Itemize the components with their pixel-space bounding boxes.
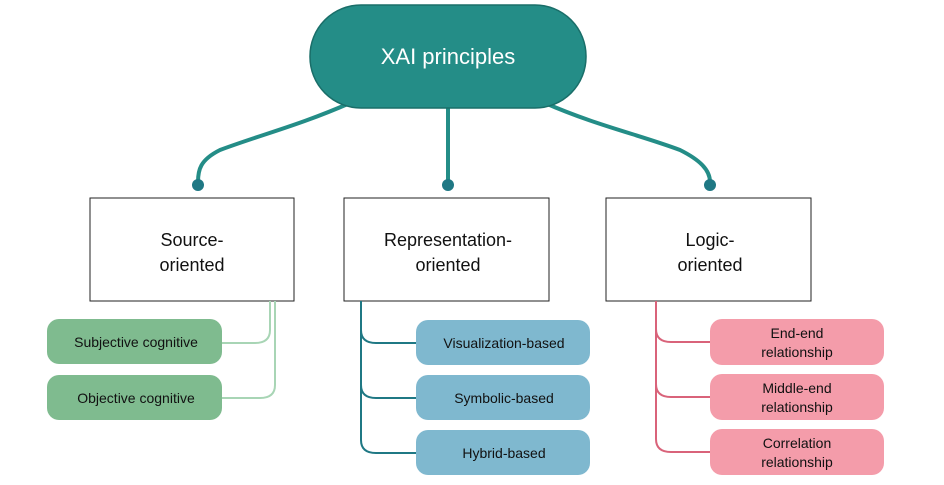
leaf-middle-end-line1: Middle-end <box>762 380 831 396</box>
category-representation-label-line2: oriented <box>415 255 480 275</box>
leaf-correlation-line1: Correlation <box>763 435 831 451</box>
source-branches <box>222 301 276 399</box>
leaf-visualization-based[interactable]: Visualization-based <box>416 320 590 365</box>
leaf-end-end-relationship[interactable]: End-end relationship <box>710 319 884 365</box>
leaf-subjective-cognitive[interactable]: Subjective cognitive <box>47 319 222 364</box>
source-branch-2 <box>222 301 276 399</box>
leaf-middle-end-line2: relationship <box>761 399 833 415</box>
leaf-end-end-line2: relationship <box>761 344 833 360</box>
leaf-hybrid-based-label: Hybrid-based <box>462 445 545 461</box>
leaf-end-end-line1: End-end <box>771 325 824 341</box>
leaf-hybrid-based[interactable]: Hybrid-based <box>416 430 590 475</box>
category-logic-label-line2: oriented <box>677 255 742 275</box>
category-source-label-line1: Source- <box>160 230 223 250</box>
category-representation[interactable]: Representation- oriented <box>343 197 550 302</box>
representation-branch-1 <box>360 301 416 344</box>
category-source[interactable]: Source- oriented <box>89 197 295 302</box>
root-node[interactable]: XAI principles <box>309 4 587 109</box>
logic-branch-2 <box>655 301 710 398</box>
leaf-objective-cognitive-label: Objective cognitive <box>77 390 195 406</box>
category-representation-label-line1: Representation- <box>384 230 512 250</box>
representation-branch-3 <box>360 301 416 454</box>
category-logic-label-line1: Logic- <box>685 230 734 250</box>
leaf-correlation-line2: relationship <box>761 454 833 470</box>
source-branch-1 <box>222 301 271 344</box>
logic-branches <box>655 301 710 453</box>
leaf-visualization-based-label: Visualization-based <box>443 335 564 351</box>
connector-dot-representation <box>442 179 454 191</box>
leaf-correlation-relationship[interactable]: Correlation relationship <box>710 429 884 475</box>
logic-branch-1 <box>655 301 710 343</box>
leaf-symbolic-based-label: Symbolic-based <box>454 390 554 406</box>
connector-dot-logic <box>704 179 716 191</box>
connector-source <box>196 101 352 184</box>
leaf-objective-cognitive[interactable]: Objective cognitive <box>47 375 222 420</box>
leaf-middle-end-relationship[interactable]: Middle-end relationship <box>710 374 884 420</box>
leaf-subjective-cognitive-label: Subjective cognitive <box>74 334 198 350</box>
connector-logic <box>543 101 712 184</box>
representation-branches <box>360 301 416 454</box>
category-source-label-line2: oriented <box>159 255 224 275</box>
leaf-symbolic-based[interactable]: Symbolic-based <box>416 375 590 420</box>
root-title: XAI principles <box>381 44 516 69</box>
category-logic[interactable]: Logic- oriented <box>605 197 812 302</box>
root-connectors <box>196 101 712 184</box>
logic-branch-3 <box>655 301 710 453</box>
connector-dot-source <box>192 179 204 191</box>
representation-branch-2 <box>360 301 416 399</box>
